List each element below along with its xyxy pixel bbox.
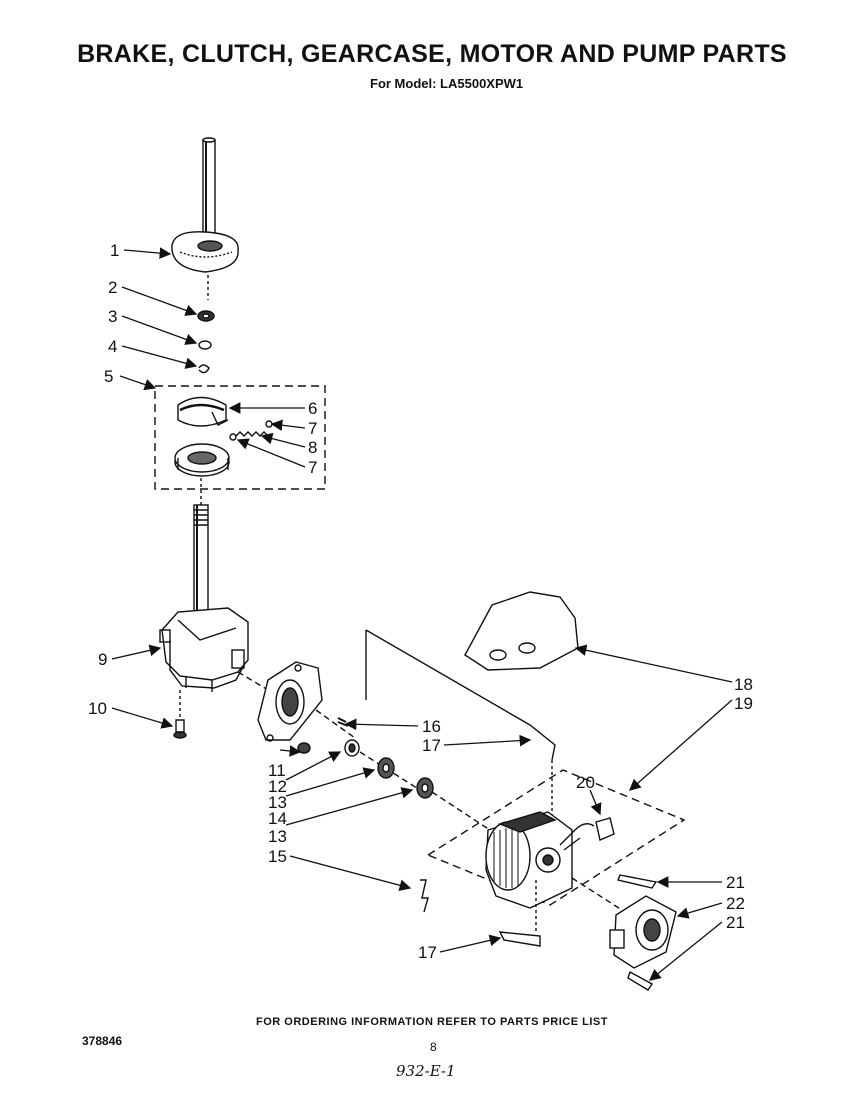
model-subtitle: For Model: LA5500XPW1 bbox=[370, 76, 524, 91]
callout-number: 21 bbox=[726, 913, 745, 932]
callout-number: 14 bbox=[268, 809, 287, 828]
handwritten-note: 932-E-1 bbox=[396, 1062, 456, 1080]
page-title: BRAKE, CLUTCH, GEARCASE, MOTOR AND PUMP … bbox=[77, 40, 787, 68]
shield-part bbox=[464, 591, 579, 671]
callout-number: 7 bbox=[308, 419, 317, 438]
motor-assembly-box bbox=[426, 769, 686, 906]
page-number: 8 bbox=[430, 1040, 437, 1054]
callout-number: 10 bbox=[88, 699, 107, 718]
callout-number: 7 bbox=[308, 458, 317, 477]
ring-part bbox=[198, 340, 212, 350]
brake-cam-shaft-part bbox=[171, 137, 239, 273]
callout-number: 3 bbox=[108, 307, 117, 326]
callout-number: 17 bbox=[422, 736, 441, 755]
callout-number: 18 bbox=[734, 675, 753, 694]
callout-number: 12 bbox=[268, 777, 287, 796]
motor-part bbox=[485, 811, 581, 909]
callout-number: 19 bbox=[734, 694, 753, 713]
mounting-plate-part bbox=[257, 661, 323, 742]
document-number: 378846 bbox=[82, 1034, 123, 1048]
callout-number: 13 bbox=[268, 793, 287, 812]
callout-number: 11 bbox=[268, 761, 286, 780]
callout-number: 21 bbox=[726, 873, 745, 892]
callout-number: 9 bbox=[98, 650, 107, 669]
callout-number: 4 bbox=[108, 337, 117, 356]
callout-number: 2 bbox=[108, 278, 117, 297]
callout-number: 17 bbox=[418, 943, 437, 962]
brake-assembly-box bbox=[154, 385, 326, 490]
callout-number: 8 bbox=[308, 438, 317, 457]
gearcase-part bbox=[159, 607, 249, 692]
callout-number: 6 bbox=[308, 399, 317, 418]
clip-part bbox=[198, 364, 210, 374]
callout-number: 20 bbox=[576, 773, 595, 792]
callout-number: 5 bbox=[104, 367, 113, 386]
callout-number: 15 bbox=[268, 847, 287, 866]
ordering-note: FOR ORDERING INFORMATION REFER TO PARTS … bbox=[256, 1016, 608, 1028]
callout-number: 16 bbox=[422, 717, 441, 736]
callout-number: 1 bbox=[110, 241, 119, 260]
callout-number: 22 bbox=[726, 894, 745, 913]
pump-part bbox=[609, 895, 677, 969]
callout-number: 13 bbox=[268, 827, 287, 846]
